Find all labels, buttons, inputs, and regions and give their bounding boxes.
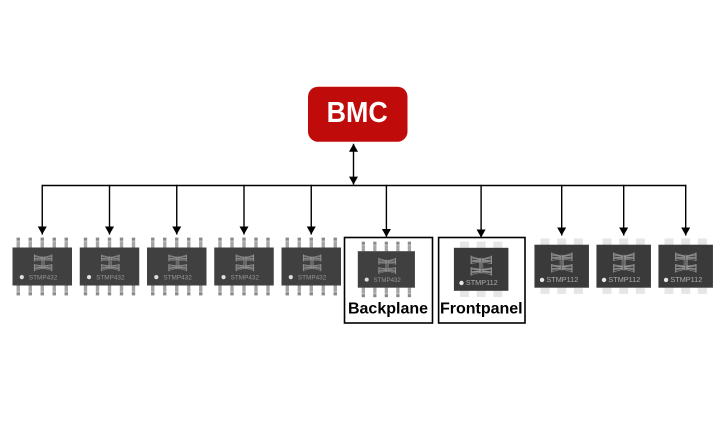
svg-text:Frontpanel: Frontpanel (440, 300, 523, 317)
svg-text:Backplane: Backplane (348, 300, 428, 317)
svg-text:BMC: BMC (327, 96, 388, 128)
